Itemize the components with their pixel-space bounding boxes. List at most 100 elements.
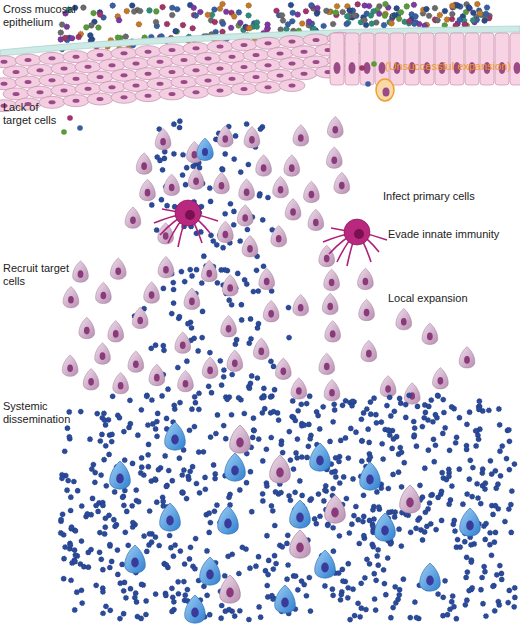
submucosa [62, 117, 475, 405]
target-cell [359, 299, 375, 320]
target-cell [95, 343, 111, 364]
virion [426, 13, 432, 19]
virion [344, 496, 349, 501]
virion [468, 458, 473, 463]
virion [249, 373, 254, 378]
cell-nucleus [68, 296, 74, 304]
cell-body [256, 155, 272, 176]
virion [59, 476, 64, 481]
target-cell [202, 357, 218, 378]
virion [139, 616, 144, 621]
virion [106, 452, 111, 457]
infected-cell [460, 508, 481, 536]
virion [247, 566, 252, 571]
virion [486, 408, 491, 413]
virion [447, 607, 452, 612]
infected-cell [420, 563, 441, 591]
virion [473, 428, 478, 433]
cell-nucleus [427, 333, 433, 341]
cell-nucleus [73, 55, 80, 59]
target-cell [222, 275, 238, 296]
virion [220, 29, 226, 35]
virion [507, 467, 512, 472]
virion [467, 588, 472, 593]
virion [455, 3, 461, 9]
infected-cell [375, 513, 396, 541]
virion [244, 121, 249, 126]
virion [364, 406, 369, 411]
virion [217, 6, 223, 12]
cell-body [95, 343, 111, 364]
virion [180, 489, 185, 494]
virion [439, 489, 444, 494]
cell-nucleus [193, 68, 200, 72]
columnar-cell [330, 33, 344, 85]
target-cell [227, 350, 243, 371]
virion [382, 581, 387, 586]
virion [187, 556, 192, 561]
virion [117, 415, 122, 420]
virion [146, 442, 151, 447]
virion [286, 305, 291, 310]
cell-nucleus [109, 85, 116, 89]
virion [260, 458, 265, 463]
virion [467, 410, 472, 415]
virion [449, 483, 454, 488]
cell-body [271, 226, 287, 247]
virion [61, 576, 66, 581]
virion [368, 399, 373, 404]
cell-nucleus [296, 543, 304, 553]
virion [72, 547, 77, 552]
virion [94, 583, 99, 588]
cell-body [404, 383, 420, 404]
columnar-cell [480, 33, 494, 85]
squamous-cell [279, 80, 305, 92]
virion [180, 152, 185, 157]
virion [322, 583, 327, 588]
virion [411, 419, 416, 424]
cell-body [239, 179, 255, 200]
virion [186, 477, 191, 482]
virion [507, 588, 512, 593]
virion [78, 561, 83, 566]
virion [454, 435, 459, 440]
virion [62, 449, 67, 454]
cell-nucleus [253, 53, 260, 57]
virion [353, 504, 358, 509]
cell-nucleus [219, 182, 225, 190]
virion [258, 126, 263, 131]
virion [129, 3, 135, 9]
virion [346, 455, 351, 460]
cell-body [155, 128, 171, 149]
virion [169, 12, 175, 18]
cell-body [113, 372, 129, 393]
virion [512, 595, 517, 600]
virion [127, 398, 132, 403]
cell-body [360, 462, 381, 490]
virion [483, 537, 488, 542]
virion [120, 562, 125, 567]
cell-nucleus [265, 85, 272, 89]
virion [500, 443, 505, 448]
cell-nucleus [205, 56, 212, 60]
virion [160, 4, 166, 10]
virion [494, 486, 499, 491]
virion [198, 9, 204, 15]
virion [386, 510, 391, 515]
virion [72, 559, 77, 564]
virion [139, 455, 144, 460]
virion [423, 410, 428, 415]
virion [219, 616, 224, 621]
virion [402, 460, 407, 465]
virion [430, 419, 435, 424]
virion [482, 18, 488, 24]
virion [424, 6, 430, 12]
virion [397, 396, 402, 401]
cell-body [359, 299, 375, 320]
cell-nucleus [202, 148, 208, 156]
virion [482, 486, 487, 491]
virion [271, 409, 276, 414]
virion [108, 608, 113, 613]
virion [388, 615, 393, 620]
cell-body [400, 485, 421, 513]
